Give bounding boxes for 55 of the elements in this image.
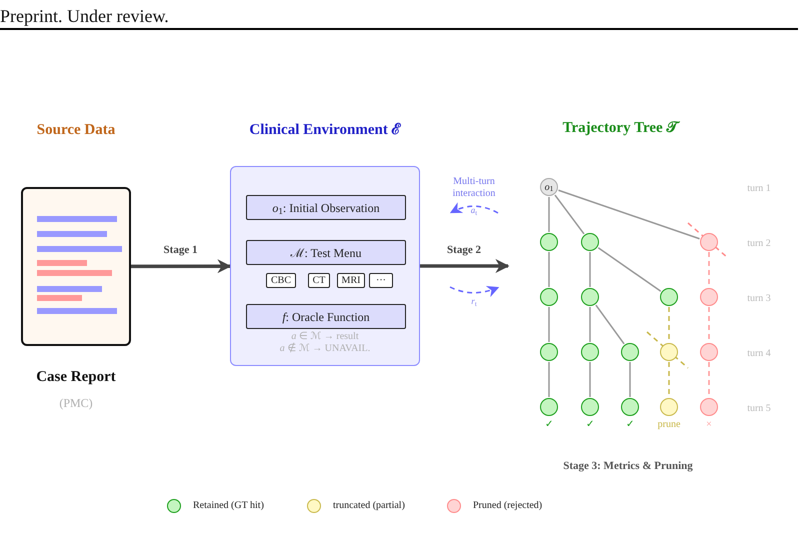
- tree-branch: [554, 194, 585, 234]
- turn-label: turn 5: [747, 402, 771, 416]
- check-mark: ✓: [626, 419, 634, 431]
- section-title: Source Data: [36, 121, 116, 140]
- tree-branch: [668, 362, 670, 397]
- environment-panel: [230, 166, 420, 366]
- section-title: Trajectory Tree 𝒯: [562, 117, 678, 140]
- test-chip: CT: [308, 273, 330, 288]
- tree-branch: [548, 252, 550, 287]
- tree-branch: [708, 307, 710, 342]
- component-box: o$_{1}$: Initial Observation: [246, 195, 406, 220]
- math-label: a$_{t}$: [470, 204, 478, 218]
- tree-branch: [708, 252, 710, 287]
- edge-label: Stage 2: [445, 244, 483, 257]
- turn-label: turn 4: [747, 347, 771, 361]
- formula-text: a ∈ ℳ → result: [291, 331, 359, 342]
- tree-branch: [595, 304, 625, 344]
- edge-label: Stage 1: [162, 244, 200, 258]
- tree-branch: [548, 307, 550, 342]
- cross-mark: ×: [706, 419, 712, 431]
- legend-text: Pruned (rejected): [473, 499, 542, 513]
- legend-text: Retained (GT hit): [193, 499, 264, 513]
- tree-branch: [589, 252, 591, 287]
- tree-branch: [708, 362, 710, 397]
- section-title: Clinical Environment ℰ: [249, 121, 401, 140]
- test-chip: CBC: [266, 273, 296, 288]
- test-chip: MRI: [337, 273, 365, 288]
- document-card: [21, 187, 131, 346]
- tree-branch: [589, 307, 591, 342]
- component-box: f: Oracle Function: [246, 304, 406, 329]
- turn-label: turn 3: [747, 292, 771, 306]
- check-mark: ✓: [586, 419, 594, 431]
- source-note: (PMC): [59, 395, 93, 412]
- tree-branch: [548, 362, 550, 397]
- status-label: prune: [658, 419, 680, 431]
- test-chip: ···: [369, 273, 393, 288]
- tree-branch: [558, 190, 700, 240]
- stage-label: Stage 3: Metrics & Pruning: [563, 459, 693, 474]
- legend-text: truncated (partial): [333, 499, 405, 513]
- check-mark: ✓: [545, 419, 553, 431]
- annotation-text: Multi-turn interaction: [452, 176, 496, 200]
- turn-label: turn 1: [747, 182, 771, 196]
- tree-branch: [629, 362, 631, 397]
- stage-arrow: [131, 259, 232, 274]
- document-caption: Case Report: [36, 368, 116, 387]
- stage-arrow: [420, 259, 510, 273]
- header-text: Preprint. Under review.: [0, 5, 169, 28]
- tree-branch: [598, 247, 662, 292]
- tree-branch: [589, 362, 591, 397]
- turn-label: turn 2: [747, 237, 771, 251]
- math-label: r$_{t}$: [471, 295, 477, 308]
- component-box: ℳ: Test Menu: [246, 240, 406, 265]
- formula-text: a ∉ ℳ → UNAVAIL.: [280, 343, 370, 355]
- tree-branch: [668, 307, 670, 342]
- tree-branch: [548, 197, 550, 232]
